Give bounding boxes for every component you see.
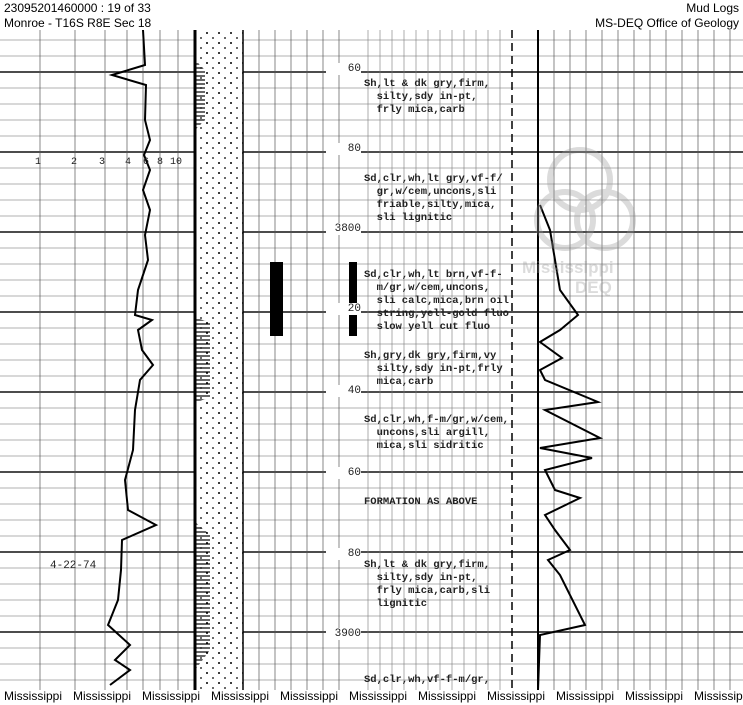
- depth-label: 3800: [326, 223, 361, 235]
- footer-text: Mississippi: [280, 689, 339, 703]
- scale-label: 8: [157, 157, 164, 168]
- footer-text: Mississippi: [142, 689, 201, 703]
- lithology-description: Sd,clr,wh,vf-f-m/gr,: [364, 674, 491, 686]
- footer-text: Mississippi: [694, 689, 743, 703]
- footer-watermark: Mississippi Mississippi Mississippi Mississ…: [0, 689, 743, 705]
- document-id: 23095201460000 : 19 of 33: [4, 1, 151, 15]
- footer-text: Mississippi: [4, 689, 63, 703]
- lithology-description: Sh,gry,dk gry,firm,vy silty,sdy in-pt,fr…: [364, 350, 503, 388]
- depth-label: 40: [326, 385, 361, 397]
- footer-text: Mississippi: [487, 689, 546, 703]
- date-note: 4-22-74: [50, 560, 97, 572]
- shale-lithology: [195, 60, 205, 130]
- core-marker: [349, 262, 357, 336]
- scale-label: 6: [143, 157, 150, 168]
- gas-curve: [537, 204, 604, 690]
- footer-text: Mississippi: [73, 689, 132, 703]
- rate-curve: [106, 30, 159, 686]
- depth-label: 3900: [326, 628, 361, 640]
- log-type: Mud Logs: [686, 1, 739, 15]
- core-marker: [270, 262, 283, 336]
- header-right: Mud Logs MS-DEQ Office of Geology: [595, 1, 739, 31]
- watermark-text: DEQ: [575, 278, 612, 297]
- depth-label: 60: [326, 63, 361, 75]
- scale-label: 10: [170, 157, 183, 168]
- lithology-description: FORMATION AS ABOVE: [364, 496, 478, 508]
- location: Monroe - T16S R8E Sec 18: [4, 16, 152, 30]
- scale-label: 3: [99, 157, 106, 168]
- depth-label: 80: [326, 548, 361, 560]
- header-left: 23095201460000 : 19 of 33 Monroe - T16S …: [4, 1, 151, 31]
- footer-text: Mississippi: [349, 689, 408, 703]
- agency: MS-DEQ Office of Geology: [595, 16, 739, 30]
- footer-text: Mississippi: [625, 689, 684, 703]
- footer-text: Mississippi: [556, 689, 615, 703]
- lithology-description: Sh,lt & dk gry,firm, silty,sdy in-pt, fr…: [364, 78, 491, 116]
- depth-label: 80: [326, 143, 361, 155]
- depth-label: 60: [326, 467, 361, 479]
- depth-label: 20: [326, 303, 361, 315]
- mdeq-watermark-logo: Mississippi DEQ: [520, 140, 670, 300]
- watermark-text: Mississippi: [522, 258, 614, 277]
- footer-text: Mississippi: [418, 689, 477, 703]
- scale-label: 1: [35, 157, 42, 168]
- lithology-description: Sh,lt & dk gry,firm, silty,sdy in-pt, fr…: [364, 559, 491, 610]
- scale-label: 2: [71, 157, 78, 168]
- shale-lithology: [195, 318, 210, 402]
- footer-text: Mississippi: [211, 689, 270, 703]
- scale-label: 4: [125, 157, 132, 168]
- lithology-description: Sd,clr,wh,f-m/gr,w/cem, uncons,sli argil…: [364, 414, 509, 452]
- shale-lithology: [195, 522, 210, 670]
- lithology-description: Sd,clr,wh,lt brn,vf-f- m/gr,w/cem,uncons…: [364, 269, 509, 333]
- lithology-description: Sd,clr,wh,lt gry,vf-f/ gr,w/cem,uncons,s…: [364, 173, 503, 224]
